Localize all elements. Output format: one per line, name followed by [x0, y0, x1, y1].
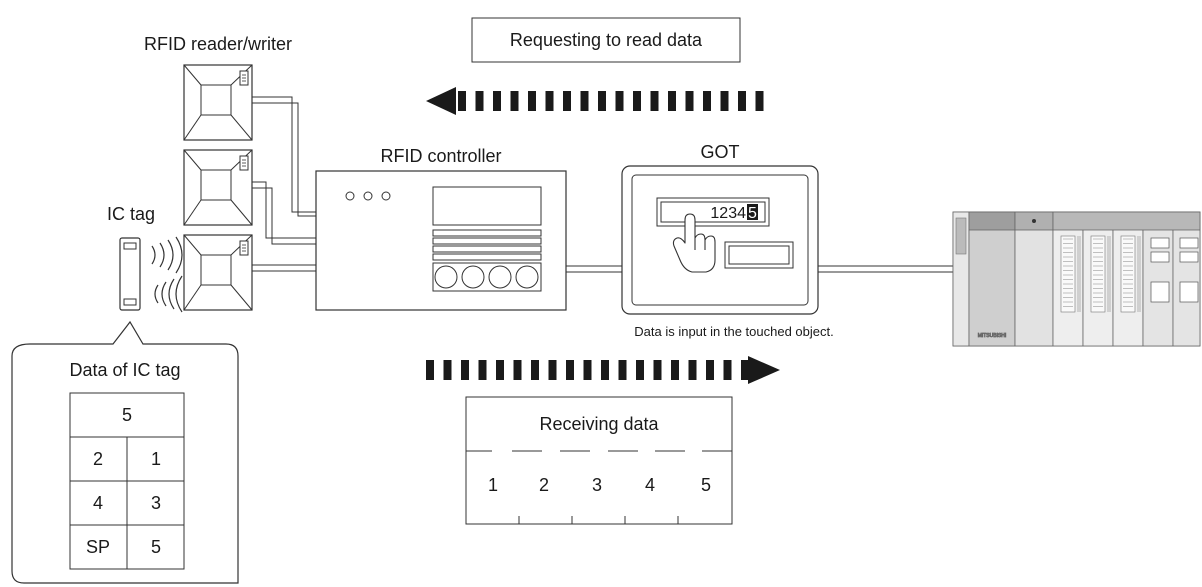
arrow-dash [496, 360, 504, 380]
arrow-dash [706, 360, 714, 380]
ic-tag-data-cell: 3 [151, 493, 161, 513]
arrow-dash [685, 91, 694, 111]
receiving-value: 3 [592, 475, 602, 495]
arrow-dash [478, 360, 487, 380]
arrow-dash [741, 360, 749, 380]
controller-vent [432, 229, 542, 261]
ic-tag-data-table [69, 392, 185, 570]
arrow-dash [618, 360, 627, 380]
ic-tag-data-header-cell: 5 [122, 405, 132, 425]
got-input-value: 1234 [710, 205, 746, 222]
arrow-dash [580, 91, 589, 111]
receiving-data-box: Receiving data 1 2 3 4 5 [465, 396, 733, 525]
receiving-ticks [518, 516, 679, 524]
touch-hand-icon [672, 213, 716, 273]
ic-tag-data-cell: 1 [151, 449, 161, 469]
reader-writer-3 [183, 234, 253, 311]
arrow-dash [475, 91, 484, 111]
receiving-value: 1 [488, 475, 498, 495]
arrow-dash [528, 91, 536, 111]
ic-tag-data-title: Data of IC tag [69, 360, 180, 380]
ic-tag-data-callout: Data of IC tag 5 2 1 4 3 SP 5 [11, 320, 239, 584]
controller-got-cable [566, 265, 622, 273]
arrow-dash [703, 91, 711, 111]
rfid-controller-label: RFID controller [380, 146, 501, 166]
plc-brand-label: MITSUBISHI [978, 333, 1007, 339]
got-input-cursor-digit: 5 [748, 205, 757, 222]
arrow-dash [636, 360, 644, 380]
arrow-dash [493, 91, 501, 111]
controller-ports [432, 262, 542, 292]
ic-tag [119, 237, 141, 311]
arrow-dash [443, 360, 452, 380]
got-label: GOT [701, 142, 740, 162]
got-panel: 1234 5 [621, 165, 819, 315]
receiving-value: 4 [645, 475, 655, 495]
arrow-dash [426, 360, 434, 380]
reader-writer-2 [183, 149, 253, 226]
receiving-value: 5 [701, 475, 711, 495]
reader-writer-1 [183, 64, 253, 141]
arrow-dash [633, 91, 641, 111]
radio-waves-out-icon [151, 236, 183, 274]
arrow-head-left [426, 87, 456, 115]
controller-display [432, 186, 542, 226]
arrow-dash [738, 91, 746, 111]
request-label-box [471, 17, 741, 63]
arrow-dash [510, 91, 519, 111]
arrow-dash [598, 91, 606, 111]
arrow-dash [583, 360, 592, 380]
arrow-dash [531, 360, 539, 380]
ic-tag-data-cell: 2 [93, 449, 103, 469]
receive-arrow [426, 356, 780, 384]
request-label: Requesting to read data [510, 30, 703, 50]
rfid-controller [315, 170, 567, 311]
data-input-note: Data is input in the touched object. [634, 324, 833, 339]
arrow-dash [720, 91, 729, 111]
plc-unit: MITSUBISHI [952, 211, 1201, 347]
arrow-dash [461, 360, 469, 380]
arrow-dash [668, 91, 676, 111]
ic-tag-data-cell: 5 [151, 537, 161, 557]
receiving-value: 2 [539, 475, 549, 495]
arrow-dash [545, 91, 554, 111]
receiving-data-title: Receiving data [539, 414, 659, 434]
arrow-dash [458, 91, 466, 111]
arrow-dash [566, 360, 574, 380]
arrow-dash [671, 360, 679, 380]
rfid-rw-label: RFID reader/writer [144, 34, 292, 54]
ic-tag-label: IC tag [107, 204, 155, 224]
arrow-dash [548, 360, 557, 380]
arrow-dash [513, 360, 522, 380]
arrow-dash [688, 360, 697, 380]
arrow-dash [723, 360, 732, 380]
ic-tag-data-cell: 4 [93, 493, 103, 513]
controller-led-icons [345, 191, 391, 201]
got-plc-cable [818, 265, 955, 273]
arrow-head-right [748, 356, 780, 384]
arrow-dash [755, 91, 764, 111]
got-input-cursor [747, 204, 758, 220]
arrow-dash [650, 91, 659, 111]
arrow-dash [653, 360, 662, 380]
arrow-dash [563, 91, 571, 111]
radio-waves-in-icon [154, 275, 183, 313]
rw-cables [252, 96, 316, 272]
ic-tag-data-cell: SP [86, 537, 110, 557]
arrow-dash [601, 360, 609, 380]
arrow-dash [615, 91, 624, 111]
request-arrow [426, 87, 764, 115]
request-label-group: Requesting to read data [471, 17, 741, 63]
